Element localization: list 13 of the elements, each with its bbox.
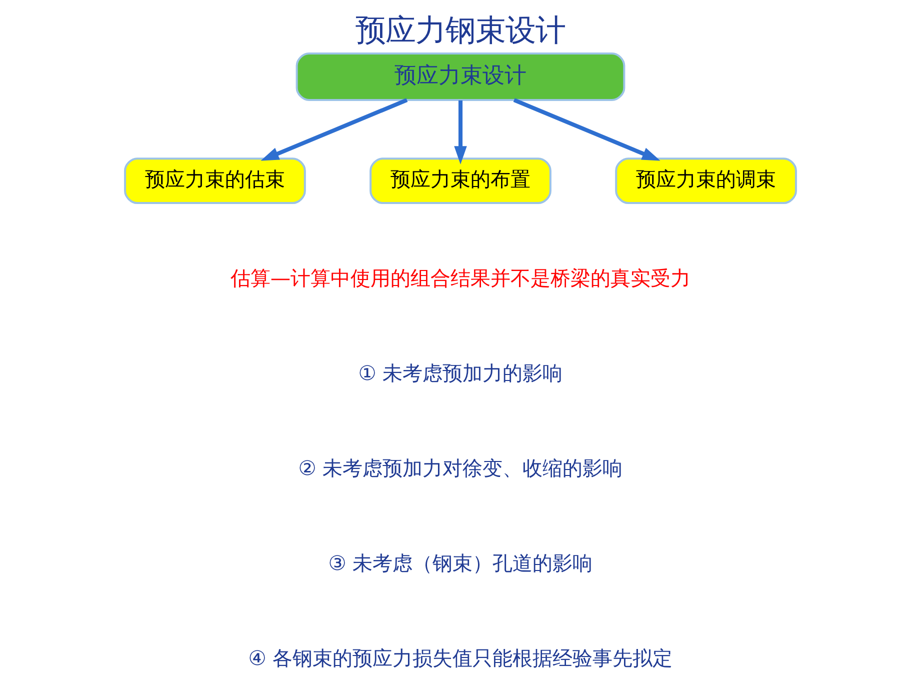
label: 估算—计算中使用的组合结果并不是桥梁的真实受力 (230, 266, 690, 290)
arrow (512, 98, 660, 161)
arrow (454, 100, 466, 164)
label: ④ 各钢束的预应力损失值只能根据经验事先拟定 (248, 646, 672, 670)
label: ③ 未考虑（钢束）孔道的影响 (328, 550, 592, 575)
label: ② 未考虑预加力对徐变、收缩的影响 (298, 456, 622, 480)
node-box: 预应力束的布置 (369, 158, 551, 204)
node-box: 预应力束的调束 (614, 158, 796, 204)
node-box: 预应力束设计 (295, 52, 625, 101)
node-box: 预应力束的估束 (124, 158, 306, 204)
arrow (260, 98, 408, 161)
diagram-title: 预应力钢束设计 (355, 13, 565, 48)
label: ① 未考虑预加力的影响 (358, 360, 562, 385)
